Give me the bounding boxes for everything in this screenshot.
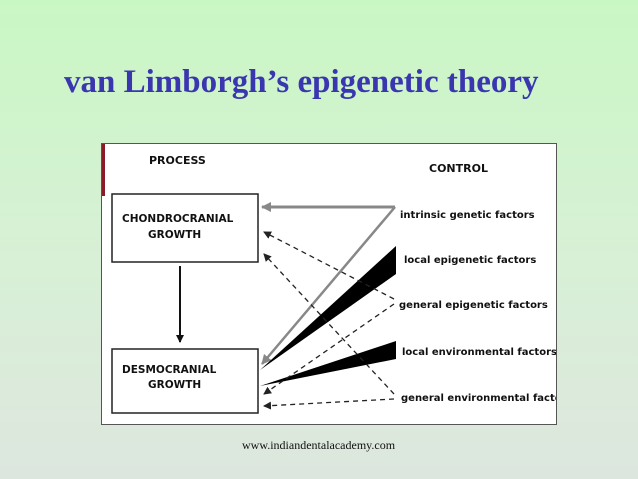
epigenetic-theory-diagram: PROCESS CONTROL CHONDROCRANIAL GROWTH DE…: [101, 143, 557, 425]
intrinsic-to-desmo-arrow: [261, 206, 396, 365]
general-epigenetic-to-chondro-arrow: [263, 231, 395, 300]
factor-label-5: general environmental factors: [401, 393, 556, 404]
edge-mark: [102, 144, 105, 196]
desmocranial-growth-box: [111, 348, 259, 414]
desmocranial-label: DESMOCRANIAL: [122, 364, 217, 376]
factor-label-1: intrinsic genetic factors: [400, 210, 535, 221]
factor-label-2: local epigenetic factors: [404, 255, 536, 266]
local-environmental-wedge: [260, 341, 396, 386]
general-environmental-to-desmo-arrow: [263, 398, 395, 410]
chondrocranial-label: CHONDROCRANIAL: [122, 213, 234, 225]
factor-label-4: local environmental factors: [402, 347, 556, 358]
slide-title: van Limborgh’s epigenetic theory: [64, 64, 539, 100]
general-environmental-to-chondro-arrow: [263, 253, 395, 395]
local-epigenetic-wedge: [260, 246, 396, 370]
footer-url: www.indiandentalacademy.com: [242, 438, 396, 452]
chondrocranial-growth-label: GROWTH: [148, 229, 201, 241]
control-header: CONTROL: [429, 162, 488, 175]
diagram-canvas: PROCESS CONTROL CHONDROCRANIAL GROWTH DE…: [102, 144, 556, 414]
desmocranial-growth-label: GROWTH: [148, 379, 201, 391]
process-header: PROCESS: [149, 154, 206, 167]
chondrocranial-growth-box: [111, 193, 259, 263]
factor-label-3: general epigenetic factors: [399, 300, 548, 311]
